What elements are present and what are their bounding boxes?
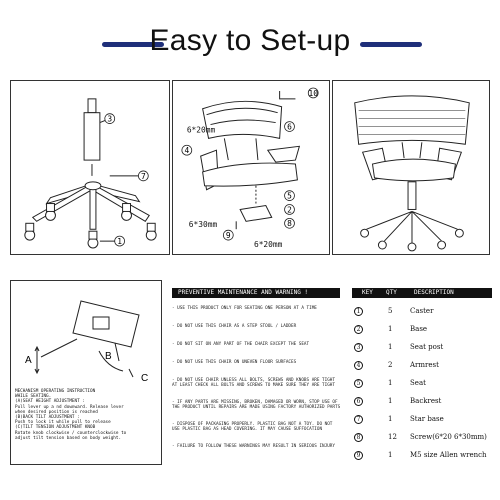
part-description: Base	[410, 325, 428, 333]
key-number: 2	[354, 325, 363, 334]
label-c: C	[141, 373, 148, 384]
table-row: 1 5 Caster	[352, 306, 494, 324]
qty-value: 2	[388, 361, 393, 369]
callout-7: 7	[141, 172, 146, 181]
page-title: Easy to Set-up	[149, 24, 351, 57]
dimension-label-left: 6*30mm	[189, 220, 218, 229]
parts-key-table: KEY QTY DESCRIPTION 1 5 Caster 2 1 Base …	[350, 280, 495, 470]
part-description: Screw(6*20 6*30mm)	[410, 433, 487, 441]
part-description: Backrest	[410, 397, 442, 405]
label-b: B	[105, 351, 112, 362]
label-a: A	[25, 355, 32, 366]
maintenance-item: - DISPOSE OF PACKAGING PROPERLY. PLASTIC…	[172, 422, 333, 433]
qty-value: 12	[388, 433, 397, 441]
callout-3: 3	[107, 115, 112, 124]
mechanism-line: MECHANISM OPERATING INSTRUCTION	[15, 389, 96, 394]
table-row: 8 12 Screw(6*20 6*30mm)	[352, 432, 494, 450]
maintenance-heading: PREVENTIVE MAINTENANCE AND WARNING !	[172, 288, 340, 298]
mechanism-instructions: MECHANISM OPERATING INSTRUCTION WHILE SE…	[15, 389, 161, 441]
part-description: Armrest	[410, 361, 439, 369]
key-number: 4	[354, 361, 363, 370]
callout-9: 9	[226, 231, 231, 240]
qty-value: 1	[388, 451, 393, 459]
dimension-label-bottom: 6*20mm	[254, 240, 283, 249]
maintenance-item: - DO NOT USE THIS CHAIR ON UNEVEN FLOOR …	[172, 360, 297, 365]
header-key: KEY	[362, 289, 373, 296]
mechanism-line: (B)BACK TILT ADJUSTMENT :	[15, 415, 80, 421]
key-number: 8	[354, 433, 363, 442]
mechanism-line: (A)SEAT HEIGHT ADJUSTMENT :	[15, 399, 85, 405]
key-number: 7	[354, 415, 363, 424]
title-accent-bar-left	[102, 42, 164, 47]
panel-base-assembly: 3 7 1	[10, 80, 170, 255]
mechanism-line: (C)TILT TENSION ADJUSTMENT KNOB	[15, 425, 96, 431]
table-row: 5 1 Seat	[352, 378, 494, 396]
key-number: 9	[354, 451, 363, 460]
part-description: M5 size Allen wrench	[410, 451, 487, 459]
qty-value: 5	[388, 307, 393, 315]
callout-1: 1	[117, 237, 122, 246]
callout-2: 2	[287, 205, 292, 214]
part-description: Caster	[410, 307, 434, 315]
callout-6: 6	[287, 122, 292, 131]
maintenance-item: - DO NOT SIT ON ANY PART OF THE CHAIR EX…	[172, 342, 310, 347]
maintenance-list: - USE THIS PRODUCT ONLY FOR SEATING ONE …	[172, 306, 340, 458]
callout-5: 5	[287, 192, 292, 201]
base-assembly-drawing: 3 7 1	[24, 98, 157, 249]
panel-mechanism: A B C MECHANISM OPERATING INSTRUCTION WH…	[10, 280, 162, 465]
maintenance-section: PREVENTIVE MAINTENANCE AND WARNING ! - U…	[168, 280, 343, 465]
key-number: 3	[354, 343, 363, 352]
parts-key-rows: 1 5 Caster 2 1 Base 3 1 Seat post 4 2 Ar…	[352, 306, 494, 468]
key-number: 5	[354, 379, 363, 388]
part-description: Seat post	[410, 343, 444, 351]
maintenance-item: - DO NOT USE THIS CHAIR AS A STEP STOOL …	[172, 324, 297, 329]
panel-assembled-chair	[332, 80, 490, 255]
callout-8: 8	[287, 219, 292, 228]
title-row: Easy to Set-up	[0, 24, 500, 64]
qty-value: 1	[388, 415, 393, 423]
qty-value: 1	[388, 325, 393, 333]
qty-value: 1	[388, 379, 393, 387]
dimension-label-top: 6*20mm	[187, 125, 216, 134]
assembled-chair-drawing	[354, 95, 470, 252]
table-row: 2 1 Base	[352, 324, 494, 342]
mechanism-line: Rotate knob clockwise / counterclockwise…	[15, 430, 127, 436]
part-description: Seat	[410, 379, 426, 387]
maintenance-item: - USE THIS PRODUCT ONLY FOR SEATING ONE …	[172, 306, 317, 311]
key-number: 1	[354, 307, 363, 316]
qty-value: 1	[388, 397, 393, 405]
key-number: 6	[354, 397, 363, 406]
mechanism-drawing: A B C	[25, 300, 148, 384]
seat-assembly-drawing: 10 6 4 5 8 9 2 6*20mm 6*30mm 6*20mm	[181, 87, 319, 249]
title-accent-bar-right	[360, 42, 422, 47]
mechanism-line: Push to lock it while pull to release	[15, 420, 111, 426]
table-row: 6 1 Backrest	[352, 396, 494, 414]
qty-value: 1	[388, 343, 393, 351]
table-row: 7 1 Star base	[352, 414, 494, 432]
mechanism-line: Pull lever up a nd downward. Release lev…	[15, 404, 124, 410]
part-description: Star base	[410, 415, 444, 423]
mechanism-line: when desired position is reached	[15, 409, 98, 415]
header-description: DESCRIPTION	[414, 289, 454, 296]
maintenance-item: - DO NOT USE CHAIR UNLESS ALL BOLTS, SCR…	[172, 378, 335, 389]
table-row: 9 1 M5 size Allen wrench	[352, 450, 494, 468]
mechanism-line: WHILE SEATING.	[15, 394, 52, 400]
panel-seat-assembly: 10 6 4 5 8 9 2 6*20mm 6*30mm 6*20mm	[172, 80, 330, 255]
callout-4: 4	[184, 146, 189, 155]
callout-10: 10	[308, 89, 318, 98]
table-row: 3 1 Seat post	[352, 342, 494, 360]
mechanism-line: adjust tilt tension based on body weight…	[15, 435, 122, 441]
header-qty: QTY	[386, 289, 397, 296]
maintenance-item: - FAILURE TO FOLLOW THESE WARNINGS MAY R…	[172, 444, 335, 449]
table-row: 4 2 Armrest	[352, 360, 494, 378]
parts-key-header: KEY QTY DESCRIPTION	[352, 288, 492, 298]
maintenance-item: - IF ANY PARTS ARE MISSING, BROKEN, DAMA…	[172, 400, 341, 411]
